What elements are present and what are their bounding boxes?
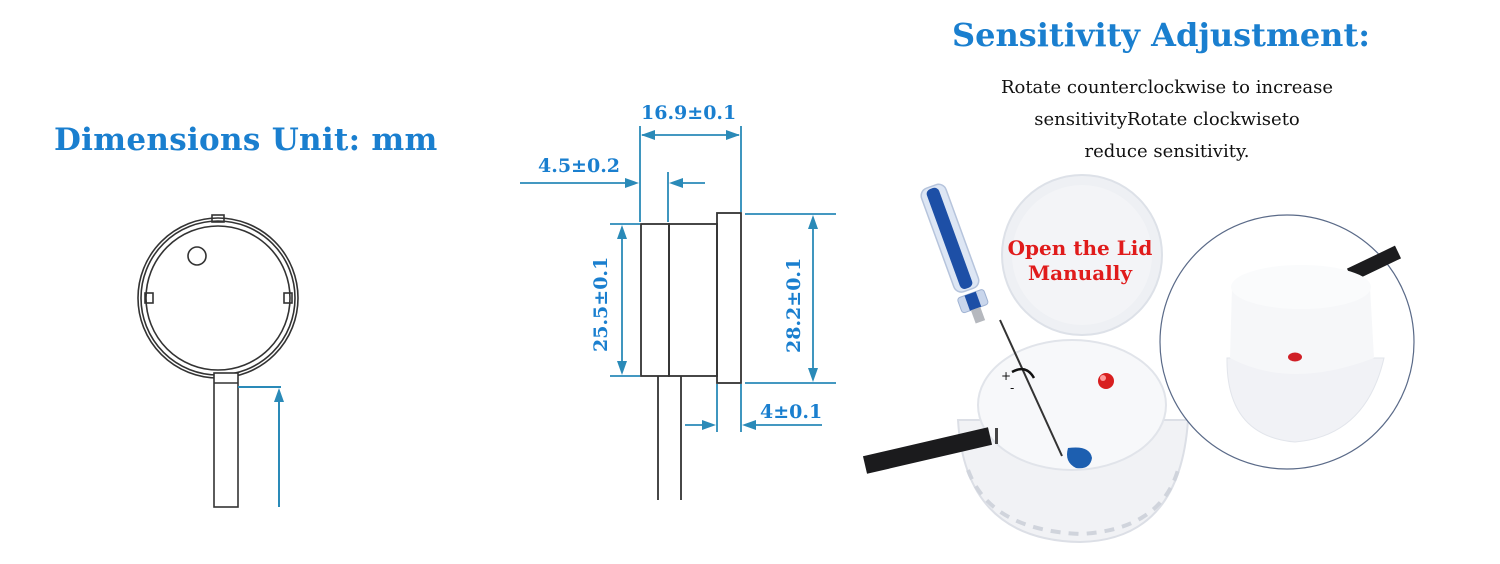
open-lid-label-line1: Open the Lid	[1007, 236, 1153, 260]
dim-label-body-diameter: 25.5±0.1	[590, 257, 612, 352]
side-view-dimensions	[520, 126, 836, 432]
side-view-drawing	[640, 212, 742, 500]
led-hole-circle	[187, 246, 207, 266]
sensitivity-title: Sensitivity Adjustment:	[952, 16, 1371, 54]
open-lid-label: Open the Lid Manually	[985, 236, 1175, 286]
open-lid-label-line2: Manually	[1028, 261, 1132, 285]
dim-label-total-length: 16.9±0.1	[641, 102, 736, 124]
front-view-dim-arrow	[238, 386, 284, 507]
dimensions-title: Dimensions Unit: mm	[54, 122, 438, 158]
dim-label-flange-diameter: 28.2±0.1	[783, 258, 805, 353]
description-line: Rotate counterclockwise to increase	[1000, 77, 1334, 98]
lid-photo	[1001, 174, 1163, 336]
dim-label-flange-thickness: 4±0.1	[760, 401, 822, 423]
front-view-drawing	[137, 214, 299, 508]
svg-text:+: +	[1001, 369, 1011, 383]
dim-label-cable-offset: 4.5±0.2	[538, 155, 620, 177]
assembled-sensor-photo	[1159, 214, 1415, 470]
description-line: reduce sensitivity.	[1084, 141, 1250, 162]
description-line: sensitivityRotate clockwiseto	[1034, 109, 1300, 130]
sensitivity-description: Rotate counterclockwise to increase sens…	[962, 72, 1372, 168]
screwdriver: + -	[920, 183, 1063, 457]
svg-text:-: -	[1010, 381, 1014, 395]
